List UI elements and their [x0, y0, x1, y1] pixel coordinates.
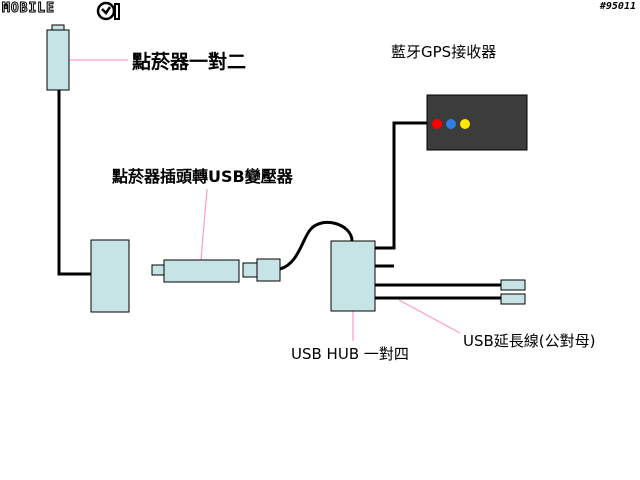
- mobile01-logo-icon: [96, 1, 120, 21]
- splitter-cable: [57, 89, 91, 276]
- adapter-label: 點菸器插頭轉USB變壓器: [112, 167, 293, 186]
- gps-receiver-label: 藍牙GPS接收器: [391, 43, 497, 61]
- usb-hub: [330, 240, 376, 312]
- extension-connector-2: [500, 293, 526, 305]
- red-led-icon: [432, 119, 442, 129]
- extension-callout: [398, 299, 461, 334]
- usb-hub-label: USB HUB 一對四: [291, 345, 409, 363]
- usb-plug-stub: [242, 262, 258, 278]
- gps-cable: [375, 121, 427, 250]
- adapter-plug-tip: [151, 264, 165, 276]
- extension-connector-1: [500, 279, 526, 291]
- logo-text: MOBILE: [2, 1, 55, 17]
- gps-receiver: [426, 94, 528, 151]
- watermark-tag: #95011: [599, 1, 636, 12]
- site-logo: MOBILE: [2, 1, 55, 17]
- adapter-to-hub-cable: [279, 220, 354, 271]
- blue-led-icon: [446, 119, 456, 129]
- yellow-led-icon: [460, 119, 470, 129]
- usb-adapter: [163, 259, 240, 283]
- splitter-label: 點菸器一對二: [132, 51, 247, 73]
- cigarette-splitter: [46, 29, 70, 91]
- usb-plug: [256, 258, 281, 282]
- extension-label: USB延長線(公對母): [463, 332, 596, 350]
- car-socket: [90, 239, 130, 313]
- adapter-callout: [200, 188, 208, 261]
